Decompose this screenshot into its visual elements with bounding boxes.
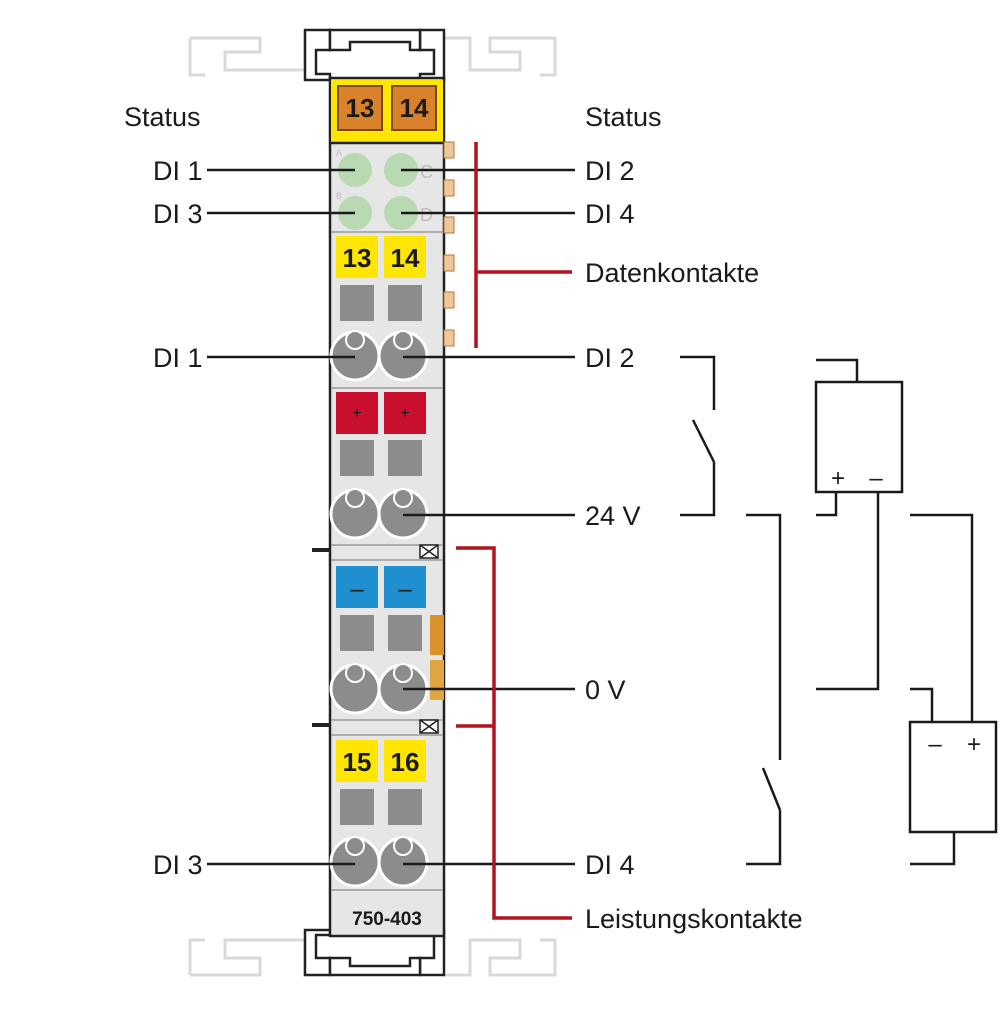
leistungskontakte-label: Leistungskontakte: [585, 904, 803, 934]
top-terminal-13-label: 13: [346, 93, 375, 123]
push-button-di3[interactable]: [340, 789, 374, 825]
led-letter-b: B: [336, 191, 342, 201]
terminal-group-4: 15 16: [329, 740, 429, 888]
top-terminals: 13 14: [337, 85, 437, 131]
push-button-24v-left[interactable]: [340, 440, 374, 476]
push-button-24v-right[interactable]: [388, 440, 422, 476]
marker-plus-left-label: +: [352, 405, 361, 422]
marker-16: [384, 740, 426, 782]
marker-15: [336, 740, 378, 782]
top-terminal-14: [391, 85, 437, 131]
terminal-group-3: – –: [329, 566, 429, 715]
leader-lines: [207, 168, 575, 866]
di3-led-label: DI 3: [153, 199, 203, 229]
di3-connector-label: DI 3: [153, 850, 203, 880]
marker-14: [384, 236, 426, 278]
datenkontakte-label: Datenkontakte: [585, 258, 759, 288]
lower-supply-minus: –: [928, 731, 942, 758]
led-letter-d: D: [420, 205, 433, 225]
push-button-0v-left[interactable]: [340, 615, 374, 651]
terminal-group-2: + +: [329, 392, 429, 540]
marker-13-label: 13: [343, 243, 372, 273]
di1-led-label: DI 1: [153, 156, 203, 186]
marker-plus-left: [336, 392, 378, 434]
di4-connector-label: DI 4: [585, 850, 635, 880]
marker-minus-left: [336, 566, 378, 608]
switch-di2-blade: [691, 419, 716, 463]
power-contact-blade: [430, 615, 444, 655]
leistungskontakte-bracket: [456, 546, 572, 920]
marker-16-label: 16: [391, 747, 420, 777]
marker-minus-right-label: –: [398, 576, 412, 603]
status-left-label: Status: [124, 102, 201, 132]
switch-di2-bottom: [680, 462, 716, 517]
marker-14-label: 14: [391, 243, 420, 273]
push-button-di1[interactable]: [340, 285, 374, 321]
top-clip-left: [303, 28, 332, 82]
upper-power-supply: + –: [814, 380, 904, 494]
contact-brackets: [456, 142, 572, 920]
marker-13: [336, 236, 378, 278]
push-button-di2[interactable]: [388, 285, 422, 321]
upper-supply-minus: –: [869, 465, 883, 492]
push-button-di4[interactable]: [388, 789, 422, 825]
marker-minus-left-label: –: [350, 576, 364, 603]
status-right-label: Status: [585, 102, 662, 132]
lower-supply-plus: +: [967, 731, 981, 758]
push-button-0v-right[interactable]: [388, 615, 422, 651]
top-clip-right: [418, 28, 446, 82]
di4-led-label: DI 4: [585, 199, 635, 229]
bottom-clip-left: [303, 928, 332, 977]
switch-di2-top: [680, 355, 716, 410]
top-terminal-14-label: 14: [400, 93, 429, 123]
top-terminal-13: [337, 85, 383, 131]
di1-connector-label: DI 1: [153, 343, 203, 373]
lower-power-supply: – +: [908, 720, 998, 834]
model-number: 750-403: [352, 909, 422, 930]
di2-connector-label: DI 2: [585, 343, 635, 373]
24v-label: 24 V: [585, 501, 641, 531]
marker-plus-right: [384, 392, 426, 434]
led-letter-c: C: [420, 162, 433, 182]
marker-plus-right-label: +: [400, 405, 409, 422]
di2-led-label: DI 2: [585, 156, 635, 186]
led-letter-a: A: [336, 148, 342, 158]
labels: Status Status DI 1 DI 2 DI 3 DI 4 Datenk…: [124, 102, 803, 934]
external-wiring: [680, 355, 974, 866]
marker-15-label: 15: [343, 747, 372, 777]
0v-label: 0 V: [585, 675, 626, 705]
marker-minus-right: [384, 566, 426, 608]
upper-supply-plus: +: [831, 465, 845, 492]
